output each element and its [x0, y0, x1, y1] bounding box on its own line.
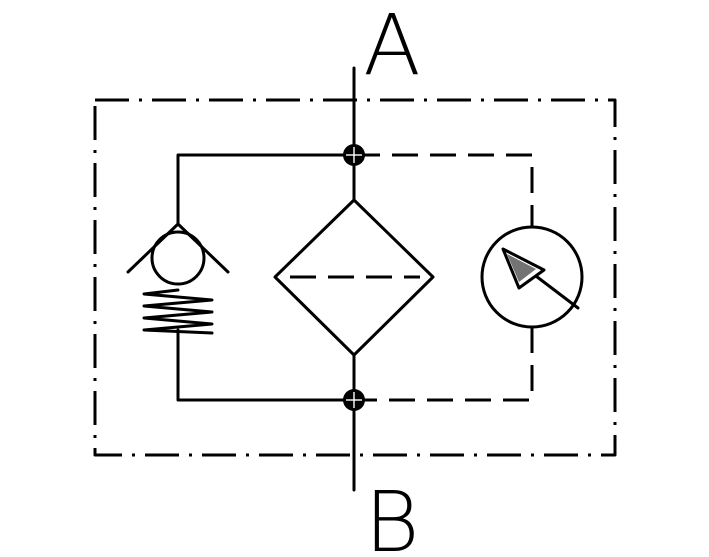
pilot-line-bottom	[354, 327, 534, 402]
filter-icon	[273, 198, 435, 357]
junction-dot-icon	[343, 144, 365, 166]
spring-icon	[142, 288, 214, 335]
pressure-indicator-icon	[480, 225, 584, 329]
junction-dot-icon	[343, 389, 365, 411]
check-valve-icon	[126, 222, 230, 286]
port-label-a: A	[363, 0, 420, 94]
port-label-b: B	[364, 473, 419, 557]
bypass-line-top	[176, 153, 356, 226]
pilot-line-top	[354, 153, 534, 228]
bypass-line-bottom	[176, 328, 356, 402]
